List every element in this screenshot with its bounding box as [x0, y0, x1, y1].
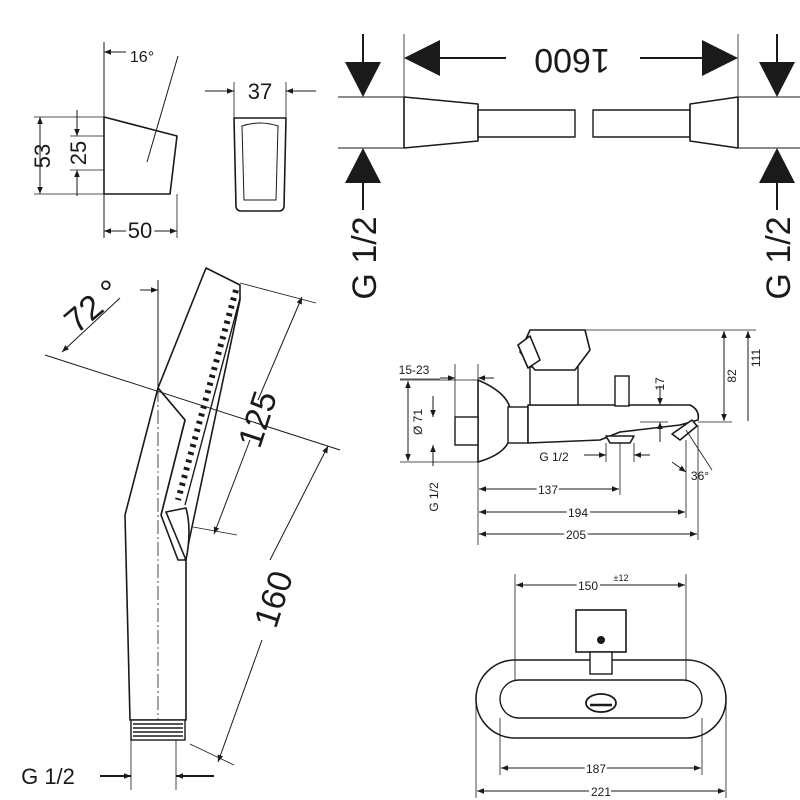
holder-body — [103, 116, 178, 195]
hand-shower-angle-label: 72 ° — [57, 272, 128, 340]
mixer-front-aerator — [585, 693, 617, 713]
mixer-205-label: 205 — [566, 528, 586, 542]
mixer-nut — [507, 406, 529, 444]
hose-thread-left-label: G 1/2 — [346, 216, 384, 299]
mixer-front-lever — [575, 609, 627, 653]
mixer-front-indicator — [597, 636, 605, 644]
hand-shower-head-label: 125 — [231, 387, 285, 453]
hose-break — [576, 105, 592, 143]
mixer-angle-arrow — [671, 461, 687, 473]
hose-segment-right — [592, 109, 691, 138]
holder-side-view: 16° 53 25 50 — [30, 42, 179, 246]
hand-shower-length-label: 160 — [247, 567, 301, 633]
mixer-17-label: 17 — [653, 377, 667, 391]
hand-shower-connector — [130, 719, 186, 741]
mixer-front-inner — [499, 679, 703, 719]
holder-depth-label: 37 — [248, 79, 272, 104]
hose-length-label: 1600 — [534, 41, 610, 79]
holder-angle-label: 16° — [130, 49, 154, 66]
holder-inner-label: 25 — [66, 141, 91, 165]
hose-view: 1600 G 1/2 G 1/2 — [338, 34, 800, 300]
mixer-angle-line — [685, 429, 713, 471]
mixer-lever — [517, 335, 541, 369]
hand-shower-view: 72 ° 125 160 G 1/2 — [21, 267, 341, 790]
hand-shower-angle-line — [44, 354, 341, 451]
mixer-cartridge — [529, 366, 579, 406]
hose-thread-right-arrow-bottom — [759, 148, 795, 183]
mixer-194-label: 194 — [568, 506, 588, 520]
hand-shower-head-dim-top — [257, 296, 303, 401]
holder-width-label: 50 — [128, 218, 152, 243]
mixer-centers-label: 150 — [578, 579, 598, 593]
hose-nut-left — [403, 96, 479, 149]
mixer-conn-label: 15-23 — [399, 363, 430, 377]
hand-shower-head-dim-bottom — [213, 439, 251, 535]
hose-segment-left — [477, 109, 576, 138]
hand-shower-head-ext-top — [239, 282, 317, 304]
mixer-82-label: 82 — [725, 369, 739, 383]
mixer-diverter — [614, 375, 630, 407]
hose-arrow-right — [702, 40, 738, 76]
mixer-inlet — [454, 416, 479, 446]
mixer-rosette-label: Ø 71 — [411, 409, 425, 435]
mixer-centers-tolerance: ±12 — [614, 573, 629, 583]
hose-thread-right-arrow-top — [759, 62, 795, 97]
hand-shower-button — [165, 507, 190, 561]
mixer-front-stem — [589, 651, 613, 675]
hose-arrow-left — [404, 40, 440, 76]
mixer-spout — [527, 404, 700, 444]
hand-shower-thread — [133, 723, 183, 737]
hand-shower-length-ext — [189, 743, 235, 766]
mixer-137-label: 137 — [538, 483, 558, 497]
mixer-outlet-label: G 1/2 — [539, 450, 569, 464]
hand-shower-length-dim-bottom — [217, 639, 263, 763]
mixer-width-label: 221 — [591, 785, 611, 799]
mixer-aerator — [605, 435, 635, 444]
hose-thread-left-arrow-top — [345, 62, 381, 97]
hand-shower-face — [184, 297, 241, 506]
holder-front-body — [233, 117, 287, 212]
hand-shower-thread-label: G 1/2 — [21, 764, 75, 789]
mixer-outlet — [671, 419, 698, 441]
holder-front-slot — [241, 122, 279, 201]
mixer-front-view: 150 ±12 187 221 — [475, 573, 727, 800]
mixer-rosette — [477, 379, 511, 463]
holder-height-label: 53 — [30, 144, 55, 168]
mixer-body-label: 187 — [586, 762, 606, 776]
hose-thread-right-label: G 1/2 — [760, 216, 798, 299]
mixer-111-label: 111 — [749, 349, 763, 368]
hand-shower-length-dim-top — [269, 445, 329, 561]
hose-thread-left-arrow-bottom — [345, 148, 381, 183]
holder-front-view: 37 — [205, 79, 316, 212]
mixer-inlet-label: G 1/2 — [427, 482, 441, 512]
hose-nut-right — [689, 96, 739, 149]
mixer-side-view: 15-23 Ø 71 G 1/2 G 1/2 17 82 111 36° — [399, 329, 763, 545]
mixer-angle-label: 36° — [691, 469, 709, 483]
hand-shower-angle-arrow-left — [61, 297, 121, 353]
holder-angle-line — [146, 55, 179, 163]
